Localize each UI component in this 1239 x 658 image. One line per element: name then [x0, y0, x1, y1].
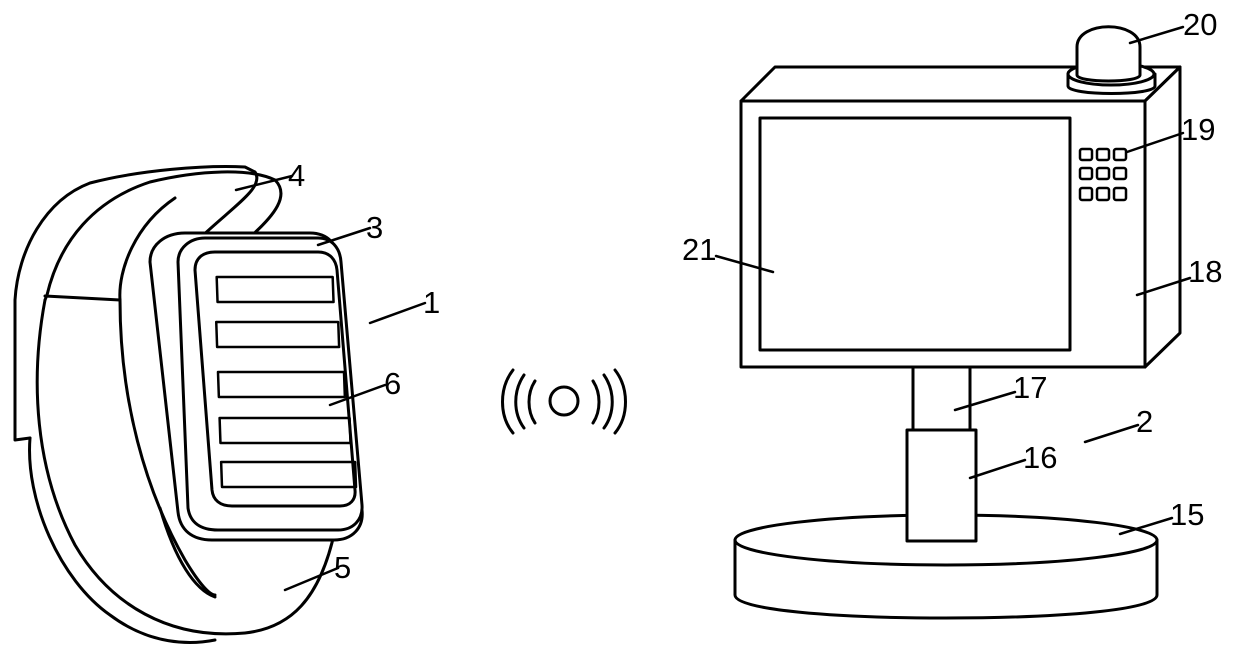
label-button-panel: 6 [384, 366, 401, 401]
label-support-rod: 17 [1013, 370, 1047, 405]
label-lower-strap: 5 [334, 550, 351, 585]
base-station [735, 27, 1180, 618]
label-keypad: 19 [1181, 112, 1215, 147]
label-housing: 18 [1188, 254, 1222, 289]
wristband [15, 167, 362, 643]
button-panel [195, 252, 356, 506]
label-watch-body: 3 [366, 210, 383, 245]
label-upper-strap: 4 [288, 158, 305, 193]
sleeve [907, 430, 976, 541]
watch-body [150, 233, 362, 540]
label-pedestal-base: 15 [1170, 497, 1204, 532]
alarm-lamp [1068, 27, 1155, 94]
label-alarm-lamp: 20 [1183, 7, 1217, 42]
label-wristband: 1 [423, 285, 440, 320]
display-screen [760, 118, 1070, 350]
wireless-signal-icon [503, 370, 626, 433]
support-rod [913, 367, 970, 430]
label-base-station: 2 [1136, 404, 1153, 439]
label-display-screen: 21 [682, 232, 716, 267]
label-sleeve: 16 [1023, 440, 1057, 475]
